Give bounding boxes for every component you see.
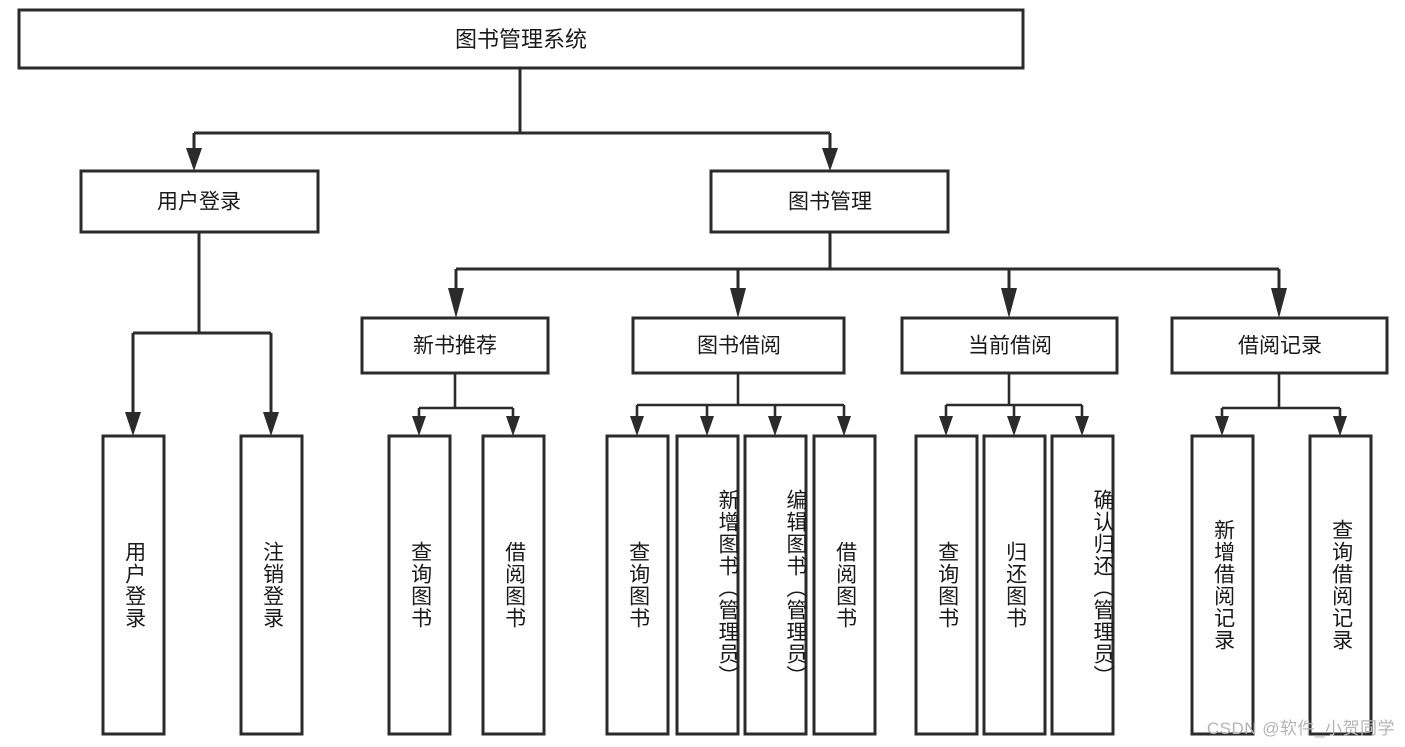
node-new-book-recommend-label: 新书推荐 (413, 335, 497, 358)
arrowhead-cb-return-book (1007, 416, 1021, 436)
arrowhead-borrow-records (1271, 288, 1287, 318)
arrowhead-cb-query-book (939, 416, 953, 436)
node-user-login-box[interactable] (79, 169, 320, 234)
node-borrow-records-label: 借阅记录 (1238, 335, 1322, 358)
arrowhead-bb-add-book (700, 416, 714, 436)
leaf-box-br-add-record[interactable] (1190, 434, 1255, 736)
arrowhead-bb-query-book (630, 416, 644, 436)
arrowhead-leaf-logout (263, 412, 279, 436)
node-book-management-box[interactable] (709, 169, 950, 234)
arrowhead-nbr-borrow-book (506, 416, 520, 436)
edges-borrow-records-to-leaves (1215, 373, 1347, 436)
leaf-boxes-book-borrow (605, 434, 877, 736)
edges-book-borrow-to-leaves (630, 373, 851, 436)
node-current-borrow[interactable]: 当前借阅 (900, 316, 1119, 375)
arrowhead-current-borrow (1001, 288, 1017, 318)
arrowhead-book-borrow (730, 288, 746, 318)
edges-new-book-recommend-to-leaves (412, 373, 520, 436)
arrowhead-bb-borrow-book (837, 416, 851, 436)
node-user-login-label: 用户登录 (157, 191, 241, 214)
node-book-borrow-label: 图书借阅 (697, 335, 781, 358)
node-new-book-recommend-box[interactable] (360, 316, 550, 375)
node-root-label: 图书管理系统 (455, 27, 587, 52)
node-book-borrow[interactable]: 图书借阅 (631, 316, 846, 375)
leaf-box-br-query-record[interactable] (1308, 434, 1373, 736)
leaf-box-nbr-query-book[interactable] (387, 434, 452, 736)
node-book-management-label: 图书管理 (788, 191, 872, 214)
node-root-system[interactable]: 图书管理系统 (17, 8, 1025, 70)
arrowhead-book-mgmt (822, 148, 838, 171)
leaf-box-bb-query-book[interactable] (605, 434, 670, 736)
node-current-borrow-box[interactable] (900, 316, 1119, 375)
edges-book-mgmt-to-level3 (448, 232, 1287, 318)
node-root-box[interactable] (17, 8, 1025, 70)
arrowhead-new-book-recommend (448, 288, 464, 318)
leaf-box-user-login[interactable] (101, 434, 166, 736)
node-new-book-recommend[interactable]: 新书推荐 (360, 316, 550, 375)
arrowhead-bb-edit-book (768, 416, 782, 436)
arrowhead-br-query-record (1333, 416, 1347, 436)
leaf-boxes-current-borrow (914, 434, 1115, 736)
arrowhead-br-add-record (1215, 416, 1229, 436)
leaf-boxes-borrow-records (1190, 434, 1373, 736)
node-book-borrow-box[interactable] (631, 316, 846, 375)
node-current-borrow-label: 当前借阅 (968, 335, 1052, 358)
watermark-text: CSDN @软件_小贺同学 (1206, 719, 1395, 738)
node-borrow-records[interactable]: 借阅记录 (1170, 316, 1389, 375)
arrowhead-leaf-user-login (125, 412, 141, 436)
leaf-box-bb-borrow-book[interactable] (812, 434, 877, 736)
edges-current-borrow-to-leaves (939, 373, 1089, 436)
arrowhead-cb-confirm-return (1075, 416, 1089, 436)
leaf-box-cb-return-book[interactable] (982, 434, 1047, 736)
arrowhead-nbr-query-book (412, 416, 426, 436)
leaf-box-nbr-borrow-book[interactable] (481, 434, 546, 736)
leaf-box-cb-confirm-return[interactable] (1050, 434, 1115, 736)
arrowhead-user-login (186, 148, 202, 171)
node-book-management[interactable]: 图书管理 (709, 169, 950, 234)
edges-user-login-to-leaves (125, 232, 279, 436)
leaf-boxes-user-login (101, 434, 304, 736)
edges-root-to-level2 (186, 68, 838, 171)
leaf-boxes-new-book-recommend (387, 434, 546, 736)
leaf-box-bb-edit-book[interactable] (743, 434, 808, 736)
node-borrow-records-box[interactable] (1170, 316, 1389, 375)
leaf-box-logout[interactable] (239, 434, 304, 736)
leaf-box-cb-query-book[interactable] (914, 434, 979, 736)
node-user-login[interactable]: 用户登录 (79, 169, 320, 234)
leaf-box-bb-add-book[interactable] (675, 434, 740, 736)
